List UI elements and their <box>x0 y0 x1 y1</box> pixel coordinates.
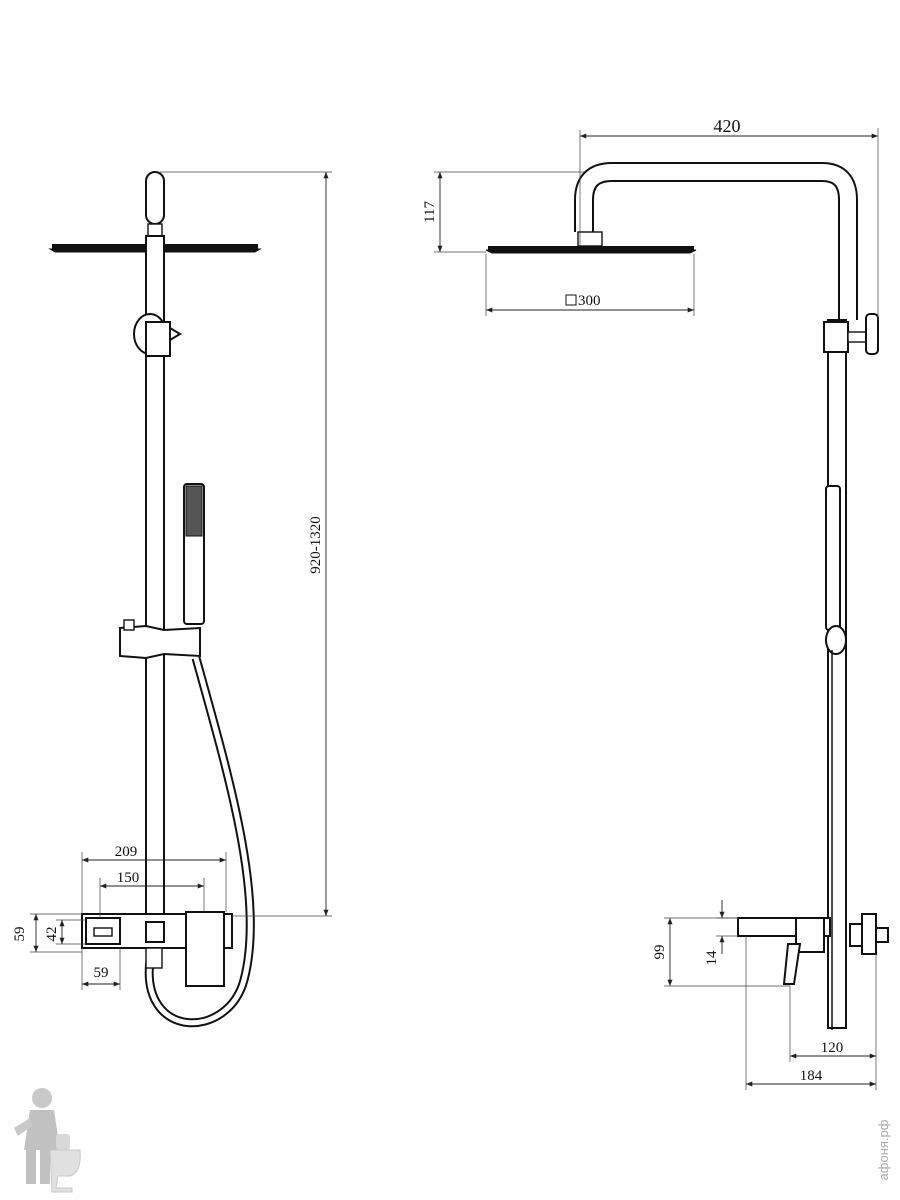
dim-label-300: 300 <box>578 293 601 309</box>
dim-label-99: 99 <box>652 945 668 960</box>
dim-front-150: 150 <box>99 870 205 918</box>
front-view: 920-1320 209 150 59 42 <box>12 171 332 1028</box>
dim-label-184: 184 <box>800 1068 823 1084</box>
dim-label-42: 42 <box>44 927 60 942</box>
dim-label-209: 209 <box>115 844 138 860</box>
dim-front-42: 42 <box>44 919 86 945</box>
dim-front-height: 920-1320 <box>160 171 332 917</box>
dim-front-209: 209 <box>81 844 227 914</box>
dim-label-59-horizontal: 59 <box>94 965 109 981</box>
square-symbol-icon <box>565 294 577 306</box>
watermark-text: афоня.рф <box>876 1119 891 1180</box>
side-hand-shower <box>825 485 847 1030</box>
side-mixer <box>737 913 889 985</box>
front-hand-shower <box>183 483 205 625</box>
dim-side-184: 184 <box>745 936 876 1090</box>
dim-side-117: 117 <box>422 171 584 253</box>
front-slider-holder <box>119 619 201 660</box>
dim-side-99: 99 <box>652 917 790 987</box>
front-mixer <box>81 911 233 987</box>
side-shower-head <box>485 246 697 254</box>
dim-side-120: 120 <box>789 954 877 1090</box>
dim-label-height-range: 920-1320 <box>308 516 324 574</box>
front-upper-valve <box>133 313 182 357</box>
dim-side-300: 300 <box>485 254 695 316</box>
dim-label-59-vertical: 59 <box>12 927 28 942</box>
dim-side-14: 14 <box>704 900 738 966</box>
dim-side-420: 420 <box>579 116 879 320</box>
plumber-logo <box>14 1088 81 1193</box>
dim-front-59-horizontal: 59 <box>81 948 121 990</box>
dim-front-59-vertical: 59 <box>12 913 82 953</box>
dim-label-150: 150 <box>117 870 140 886</box>
dim-label-120: 120 <box>821 1040 844 1056</box>
side-upper-knob <box>823 313 879 355</box>
side-view: 420 117 300 99 14 <box>422 116 889 1090</box>
dim-label-117: 117 <box>422 201 438 223</box>
dim-label-14: 14 <box>704 950 720 966</box>
dim-label-420: 420 <box>714 116 741 136</box>
